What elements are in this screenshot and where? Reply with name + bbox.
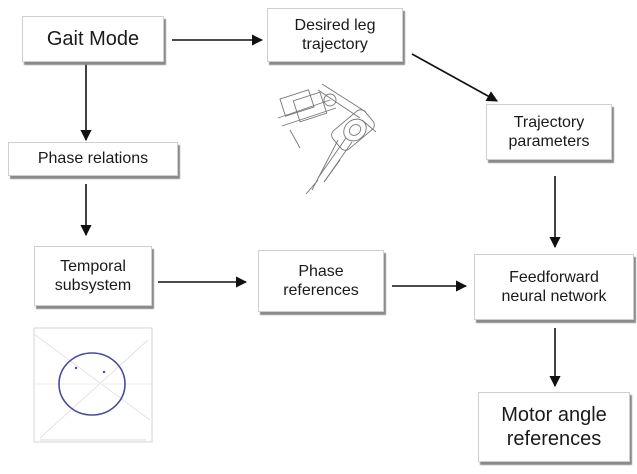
motor-angle-references-box: Motor angle references	[478, 392, 630, 462]
arrow-desired-to-trajectory-params	[411, 53, 498, 102]
desired-leg-trajectory-line-2: trajectory	[302, 36, 368, 53]
orbit-plot-illustration	[33, 327, 153, 443]
temporal-subsystem-box: Temporal subsystem	[34, 246, 152, 306]
desired-leg-trajectory-box: Desired leg trajectory	[267, 8, 403, 62]
gait-mode-label: Gait Mode	[46, 28, 140, 50]
motor-angle-references-line-1: Motor angle	[501, 404, 607, 426]
temporal-subsystem-line-1: Temporal	[60, 257, 126, 275]
trajectory-parameters-line-2: parameters	[508, 133, 590, 150]
leg-sketch-illustration	[277, 83, 377, 195]
trajectory-parameters-line-1: Trajectory	[513, 113, 585, 131]
phase-relations-box: Phase relations	[8, 142, 178, 176]
feedforward-neural-network-box: Feedforward neural network	[474, 254, 634, 320]
trajectory-parameters-box: Trajectory parameters	[486, 104, 612, 160]
motor-angle-references-line-2: references	[506, 428, 602, 450]
phase-references-line-1: Phase	[298, 262, 344, 280]
phase-references-line-2: references	[283, 282, 359, 299]
temporal-subsystem-line-2: subsystem	[54, 277, 132, 294]
phase-relations-label: Phase relations	[37, 150, 149, 168]
feedforward-line-2: neural network	[501, 288, 607, 305]
feedforward-line-1: Feedforward	[509, 268, 599, 286]
phase-references-box: Phase references	[258, 250, 384, 312]
desired-leg-trajectory-line-1: Desired leg	[294, 16, 376, 34]
gait-mode-box: Gait Mode	[22, 16, 164, 62]
